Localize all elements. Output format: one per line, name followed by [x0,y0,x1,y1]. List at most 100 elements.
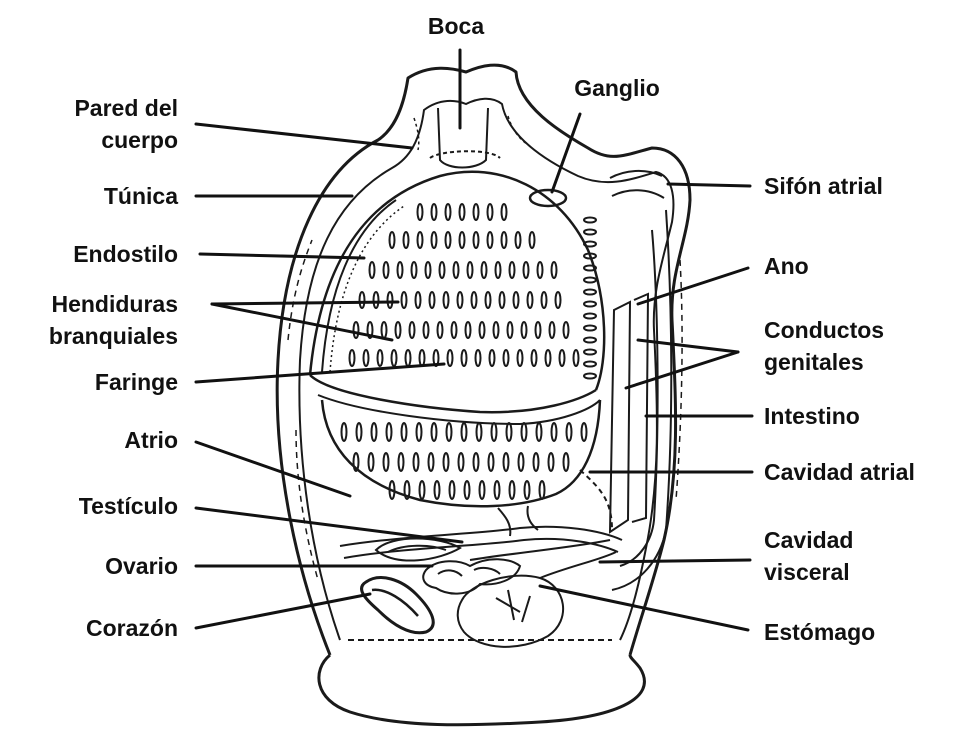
gill-slit [564,322,569,338]
gill-slit [402,292,407,308]
gill-slit [488,232,493,248]
atrial-siphon [610,171,664,198]
gill-slit [480,481,485,499]
gill-slit [418,204,423,220]
gill-slit [472,292,477,308]
label-corazon: Corazón [86,615,178,641]
gill-slit [398,262,403,278]
gill-slit [584,290,596,295]
gill-slit [458,292,463,308]
label-ano: Ano [764,253,809,279]
gill-slit [518,350,523,366]
gill-slit [584,374,596,379]
leader-testiculo [196,508,462,542]
leader-conductos-a [638,340,738,352]
gill-slit [538,262,543,278]
gill-slit [387,423,392,441]
gill-slit [549,453,554,471]
gill-slit [430,292,435,308]
gill-slit [522,423,527,441]
gill-slit [438,322,443,338]
gill-slit [552,262,557,278]
gill-slit [500,292,505,308]
gill-slit [584,326,596,331]
gill-slit [550,322,555,338]
gill-slit [432,423,437,441]
gill-slits [342,204,597,499]
gill-slit [489,453,494,471]
label-pared-line1: Pared del [74,95,178,121]
gill-slit [390,232,395,248]
gill-slit [524,262,529,278]
gill-slit [350,350,355,366]
gill-slit [417,423,422,441]
gill-slit [567,423,572,441]
leader-ganglio [552,114,580,192]
gill-slit [480,322,485,338]
label-hendiduras-line2: branquiales [49,323,178,349]
gill-slit [542,292,547,308]
gill-slit [507,423,512,441]
label-conductos-line2: genitales [764,349,864,375]
label-cavidad-atrial: Cavidad atrial [764,459,915,485]
body-outline [277,65,690,725]
gill-slit [584,362,596,367]
gill-slit [530,232,535,248]
leader-hendiduras-a [212,302,398,304]
gill-slit [474,204,479,220]
label-ganglio: Ganglio [574,75,660,101]
tunic-vessels [288,116,682,580]
gill-slit [492,423,497,441]
gill-slit [488,204,493,220]
gill-slit [584,218,596,223]
labels: Boca Ganglio Pared del cuerpo Túnica End… [49,13,915,645]
gill-slit [584,338,596,343]
gill-slit [584,314,596,319]
gill-slit [384,262,389,278]
label-estomago: Estómago [764,619,875,645]
gill-slit [406,350,411,366]
gill-slit [444,453,449,471]
label-hendiduras-line1: Hendiduras [51,291,178,317]
gill-slit [452,322,457,338]
gill-slit [584,278,596,283]
label-conductos-line1: Conductos [764,317,884,343]
gill-slit [584,350,596,355]
gill-slit [392,350,397,366]
leader-estomago [540,586,748,630]
label-intestino: Intestino [764,403,860,429]
gill-slit [465,481,470,499]
gill-slit [412,262,417,278]
gill-slit [378,350,383,366]
gill-slit [560,350,565,366]
gill-slit [519,453,524,471]
gill-slit [396,322,401,338]
gill-slit [495,481,500,499]
gill-slit [460,232,465,248]
gill-slit [494,322,499,338]
gill-slit [536,322,541,338]
gill-slit [432,232,437,248]
gill-slit [582,423,587,441]
gill-slit [574,350,579,366]
gill-slit [418,232,423,248]
gill-slit [482,262,487,278]
gill-slit [516,232,521,248]
leader-cavidad-visceral [600,560,750,562]
gill-slit [564,453,569,471]
gill-slit [584,230,596,235]
gill-slit [416,292,421,308]
gill-slit [502,204,507,220]
gill-slit [584,302,596,307]
label-tunica: Túnica [104,183,178,209]
gill-slit [424,322,429,338]
gill-slit [490,350,495,366]
label-boca: Boca [428,13,484,39]
gill-slit [514,292,519,308]
gill-slit [402,423,407,441]
gill-slit [504,350,509,366]
gill-slit [454,262,459,278]
gill-slit [369,453,374,471]
gill-slit [462,350,467,366]
